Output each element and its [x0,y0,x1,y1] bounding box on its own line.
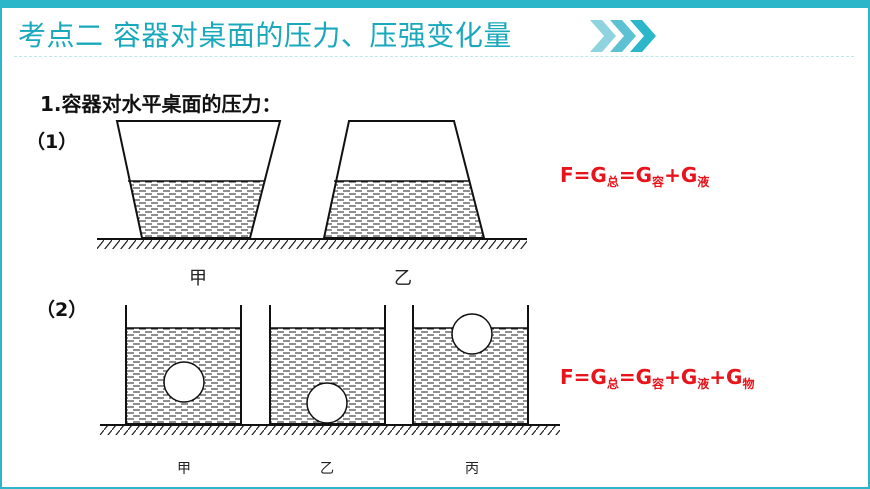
caption-jia-2: 甲 [177,461,191,477]
formula-part1: F=G总=G容+G液 [560,163,710,189]
caption-bing-2: 丙 [465,461,479,477]
container-jia-2 [125,305,242,425]
slide-top-bar [2,2,868,8]
ground-hatch-2 [100,426,560,435]
container-bing-2 [412,305,529,425]
formula-part2: F=G总=G容+G液+G物 [560,365,755,391]
section-heading: 1.容器对水平桌面的压力： [40,92,282,116]
ground-hatch-1 [97,240,527,249]
container-yi-1 [322,120,486,239]
caption-yi-1: 乙 [394,268,412,289]
title-divider [14,56,854,57]
ball-floating [451,313,493,355]
slide-title: 考点二 容器对桌面的压力、压强变化量 [18,19,512,52]
ball-sunk [306,382,348,424]
ball-suspended [163,361,205,403]
caption-yi-2: 乙 [320,461,334,477]
part2-label: （2） [36,299,88,321]
part1-label: （1） [26,131,78,153]
container-jia-1 [115,120,282,239]
caption-jia-1: 甲 [189,268,207,289]
chevron-arrows-icon [590,20,656,52]
container-yi-2 [269,305,386,425]
